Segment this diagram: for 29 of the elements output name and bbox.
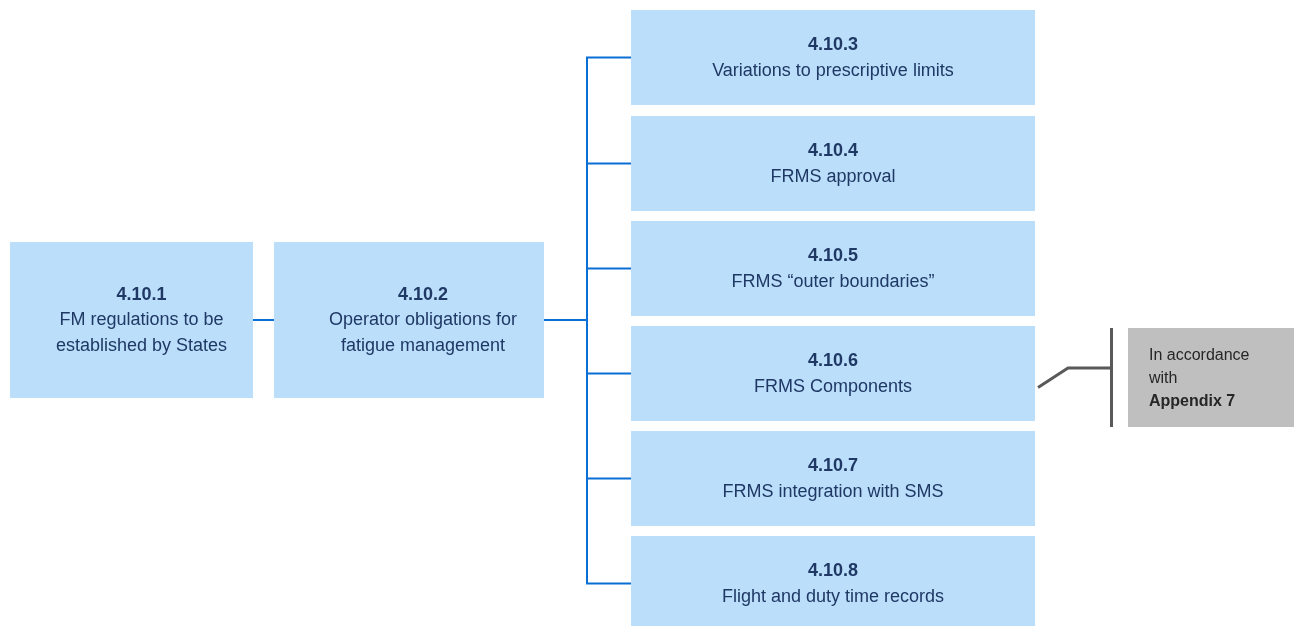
section-number: 4.10.4	[807, 139, 858, 163]
section-box	[631, 326, 1035, 421]
section-title: FM regulations to be established by States	[54, 308, 229, 357]
connector-line	[1037, 366, 1110, 389]
connector-line	[252, 319, 275, 321]
section-number: 4.10.7	[807, 454, 858, 478]
section-box	[631, 221, 1035, 316]
section-title: Flight and duty time records	[721, 584, 945, 608]
section-box	[631, 536, 1035, 626]
section-box	[10, 242, 253, 398]
section-number: 4.10.2	[397, 283, 448, 307]
section-box	[631, 431, 1035, 526]
section-number: 4.10.1	[116, 283, 167, 307]
section-title: FRMS Components	[753, 374, 913, 398]
section-title: FRMS approval	[770, 164, 896, 188]
section-title: Operator obligations for fatigue management	[327, 308, 519, 357]
section-title: Variations to prescriptive limits	[712, 58, 954, 82]
connector-line	[543, 319, 632, 585]
section-title: FRMS integration with SMS	[722, 479, 944, 503]
section-number: 4.10.6	[807, 349, 858, 373]
section-box	[631, 116, 1035, 211]
section-number: 4.10.3	[807, 33, 858, 57]
section-number: 4.10.5	[807, 244, 858, 268]
section-number: 4.10.8	[807, 559, 858, 583]
callout-box	[1110, 328, 1294, 427]
section-box	[631, 10, 1035, 105]
section-box	[274, 242, 544, 398]
section-title: FRMS “outer boundaries”	[731, 269, 935, 293]
callout-text: In accordance with Appendix 7	[1149, 344, 1251, 412]
